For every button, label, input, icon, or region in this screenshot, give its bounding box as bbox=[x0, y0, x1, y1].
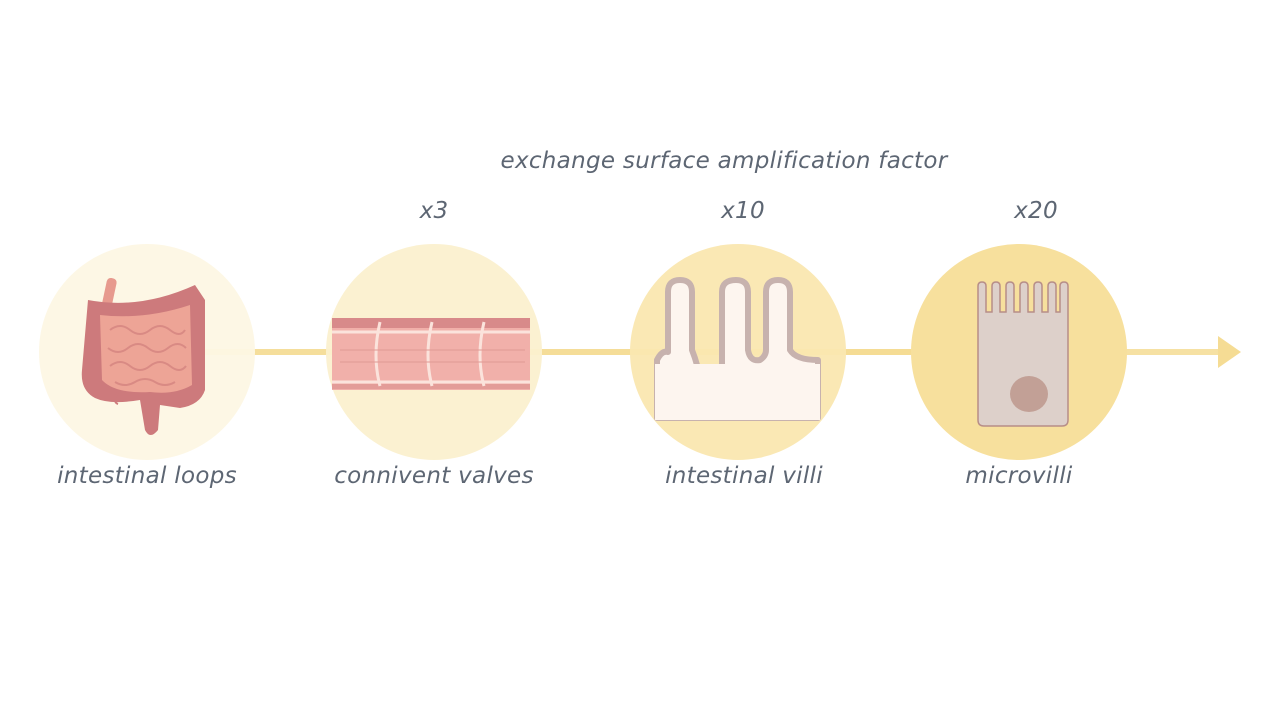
factor-label-villi: x10 bbox=[721, 198, 765, 224]
intestine-icon bbox=[81, 277, 205, 435]
nucleus bbox=[1010, 376, 1048, 412]
stage-label-loops: intestinal loops bbox=[57, 463, 237, 489]
connivent-valves-icon bbox=[332, 318, 530, 390]
stage-label-villi: intestinal villi bbox=[665, 463, 823, 489]
factor-label-microvilli: x20 bbox=[1014, 198, 1058, 224]
factor-label-valves: x3 bbox=[419, 198, 449, 224]
stage-label-microvilli: microvilli bbox=[965, 463, 1073, 489]
diagram-title: exchange surface amplification factor bbox=[500, 148, 948, 174]
arrow-head-icon bbox=[1218, 336, 1241, 368]
intestinal-villi-icon bbox=[654, 277, 821, 421]
stage-label-valves: connivent valves bbox=[334, 463, 534, 489]
microvilli-cell-icon bbox=[977, 281, 1069, 427]
